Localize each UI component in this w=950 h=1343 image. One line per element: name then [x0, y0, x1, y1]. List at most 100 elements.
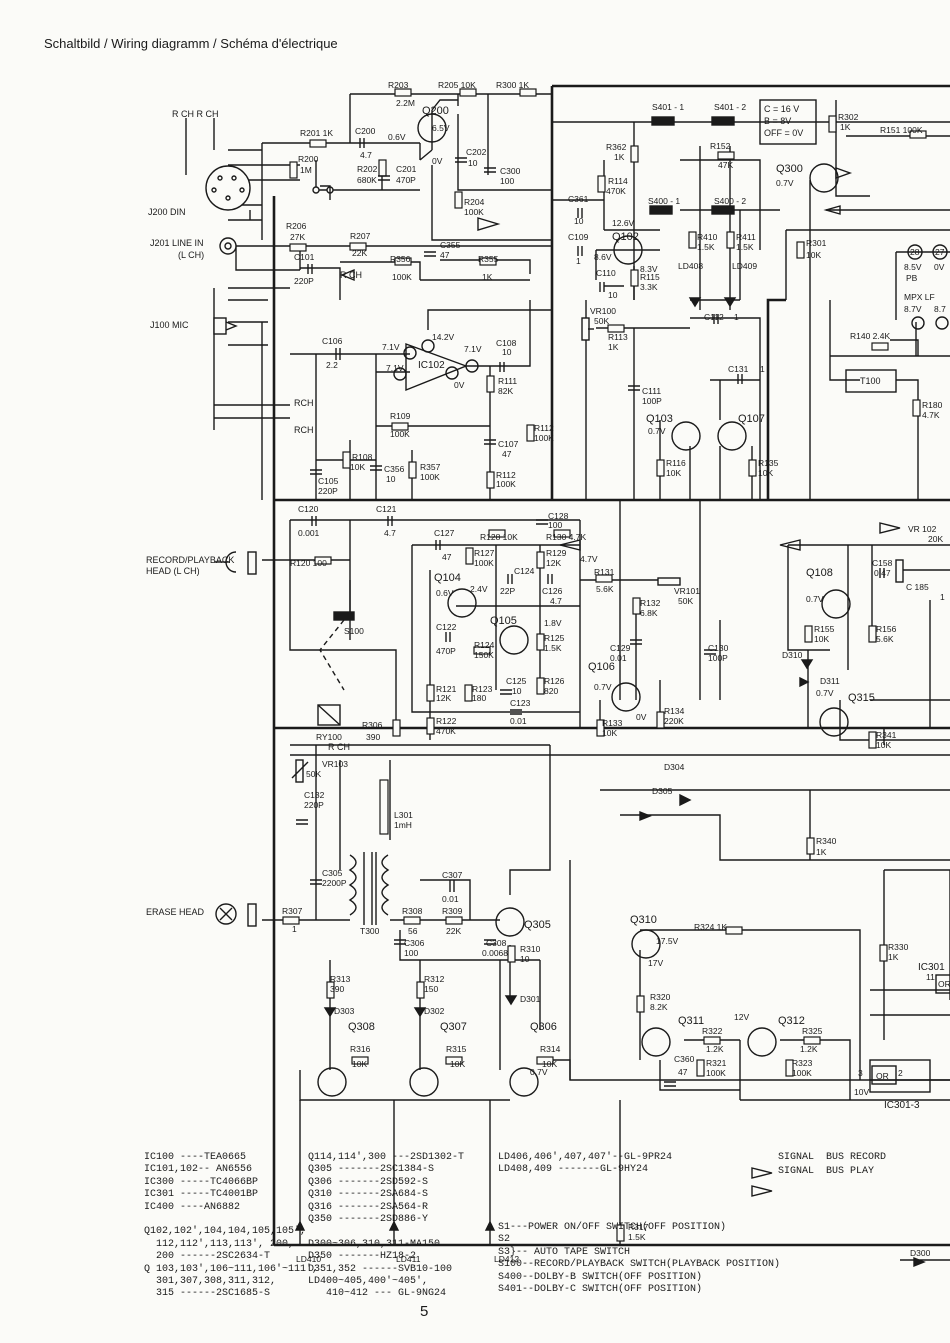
component-label: 0V: [934, 262, 945, 272]
transistor-q102: [613, 235, 643, 265]
transistor-q311: [641, 1027, 671, 1057]
transistors: [317, 113, 851, 1097]
component-label: LD410: [296, 1254, 321, 1264]
component-label: C125: [506, 676, 527, 686]
component-label: 100K: [706, 1068, 726, 1078]
component-label: 17V: [648, 958, 663, 968]
component-label: D302: [424, 1006, 445, 1016]
component-label: 27: [935, 247, 945, 257]
bus-wires: [272, 84, 950, 1247]
component-label: 7.1V: [386, 363, 404, 373]
component-label: 1: [576, 256, 581, 266]
component-label: R108: [352, 452, 373, 462]
component-label: 1M: [300, 165, 312, 175]
component-label: R317: [628, 1222, 649, 1232]
transistor-q106: [611, 682, 641, 712]
component-label: 0.01: [610, 653, 627, 663]
transistor-q306: [509, 1067, 539, 1097]
component-label: R341: [876, 730, 897, 740]
component-label: R109: [390, 411, 411, 421]
component-label: 7.1V: [382, 342, 400, 352]
component-label: 1K: [482, 272, 493, 282]
component-label: 47: [442, 552, 452, 562]
component-label: S401 - 2: [714, 102, 746, 112]
component-label: R201 1K: [300, 128, 333, 138]
component-label: 1.2K: [706, 1044, 724, 1054]
component-label: C110: [596, 268, 616, 278]
component-label: 0V: [636, 712, 647, 722]
component-label: 1: [734, 312, 739, 322]
component-label: 10: [608, 290, 618, 300]
component-label: R308: [402, 906, 423, 916]
component-label: 100K: [474, 558, 494, 568]
component-label: 22K: [352, 248, 367, 258]
component-label: MPX LF: [904, 292, 935, 302]
component-label: Q315: [848, 692, 875, 704]
component-label: 390: [366, 732, 380, 742]
transistor-q200: [417, 113, 447, 143]
component-label: Q105: [490, 615, 517, 627]
component-label: C128: [548, 511, 569, 521]
component-label: R309: [442, 906, 463, 916]
component-label: 10: [386, 474, 396, 484]
component-label: 5.6K: [876, 634, 894, 644]
component-label: R122: [436, 716, 457, 726]
component-label: 5.6K: [596, 584, 614, 594]
component-label: 12K: [546, 558, 561, 568]
component-label: R200: [298, 154, 319, 164]
component-label: 100K: [496, 479, 516, 489]
component-label: RCH: [294, 398, 314, 408]
component-label: R127: [474, 548, 495, 558]
component-label: Q103: [646, 413, 673, 425]
component-label: 1.2K: [800, 1044, 818, 1054]
component-label: 0V: [432, 156, 443, 166]
component-label: R135: [758, 458, 779, 468]
component-label: C129: [610, 643, 631, 653]
transistor-q108: [821, 589, 851, 619]
component-label: 1: [760, 364, 765, 374]
component-label: 820: [544, 686, 558, 696]
component-label: 10V: [854, 1087, 869, 1097]
component-label: R302: [838, 112, 859, 122]
component-label: Q310: [630, 914, 657, 926]
component-label: R112: [534, 423, 554, 433]
component-label: D310: [782, 650, 803, 660]
component-label: 6.8K: [640, 608, 658, 618]
component-label: 100K: [464, 207, 484, 217]
component-label: R321: [706, 1058, 727, 1068]
component-label: D304: [664, 762, 685, 772]
component-label: R322: [702, 1026, 723, 1036]
component-label: 8.7V: [904, 304, 922, 314]
component-label: (L CH): [178, 250, 204, 260]
component-label: Q106: [588, 661, 615, 673]
component-label: 0.7V: [806, 594, 824, 604]
component-label: 1K: [840, 122, 851, 132]
component-label: 220P: [318, 486, 338, 496]
component-label: 0.7V: [594, 682, 612, 692]
component-label: R203: [388, 80, 409, 90]
component-label: 50K: [306, 769, 321, 779]
component-label: 10K: [350, 462, 365, 472]
component-label: 14.2V: [432, 332, 455, 342]
component-label: R312: [424, 974, 445, 984]
component-label: 4.7: [360, 150, 372, 160]
resistors: [282, 88, 927, 1242]
component-label: 150: [424, 984, 438, 994]
legend-switches: S1---POWER ON/OFF SWITCH(OFF POSITION) S…: [498, 1222, 781, 1296]
transistor-q107: [717, 421, 747, 451]
component-label: D305: [652, 786, 673, 796]
component-label: 0.6V: [388, 132, 406, 142]
component-label: R315: [446, 1044, 467, 1054]
component-label: 2.2: [326, 360, 338, 370]
component-label: R330: [888, 942, 909, 952]
component-label: 1.5K: [628, 1232, 646, 1242]
component-label: 10: [468, 158, 478, 168]
component-label: VR101: [674, 586, 700, 596]
component-label: 7.1V: [464, 344, 482, 354]
component-label: R357: [420, 462, 441, 472]
component-label: R113: [608, 332, 628, 342]
capacitors: [296, 138, 885, 1087]
component-label: RCH: [294, 425, 314, 435]
component-label: RY100: [316, 732, 342, 742]
